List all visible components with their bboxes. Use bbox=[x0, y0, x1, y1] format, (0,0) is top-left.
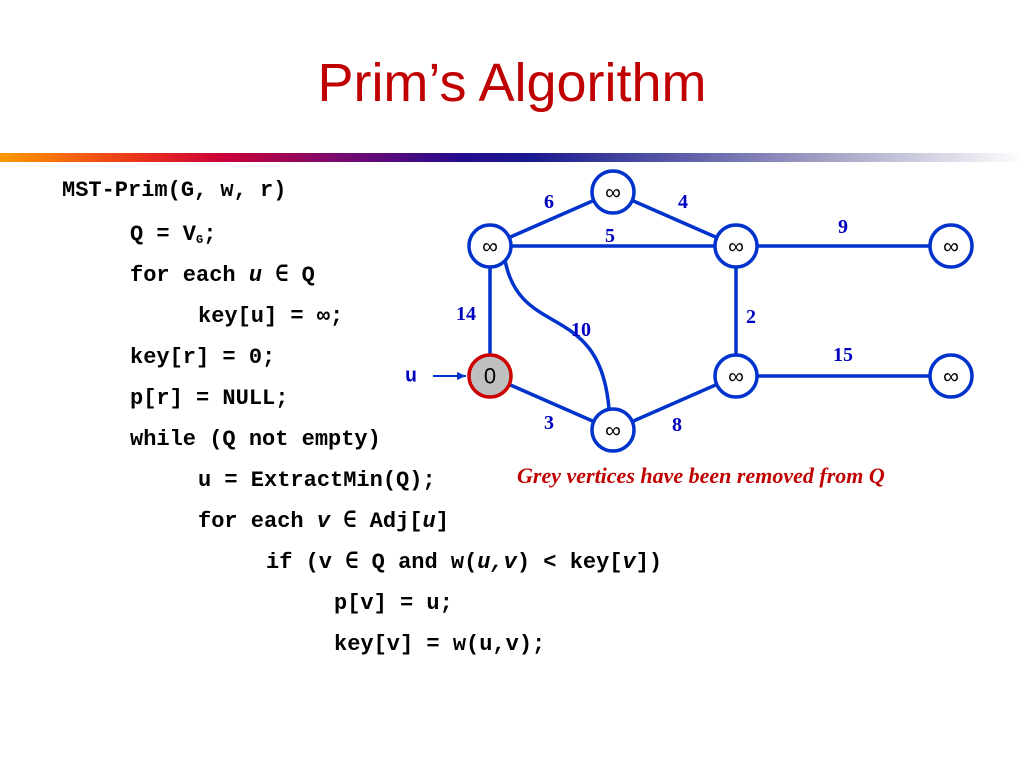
edge-weights: 6 4 5 9 14 10 2 15 3 8 bbox=[456, 191, 853, 436]
vertex-key-left: ∞ bbox=[482, 234, 498, 259]
code-line-2: Q = VG; bbox=[130, 222, 217, 247]
slide-title: Prim’s Algorithm bbox=[317, 53, 707, 113]
code-line-1: MST-Prim(G, w, r) bbox=[62, 178, 287, 203]
code-line-7: while (Q not empty) bbox=[130, 427, 381, 452]
code-line-4: key[u] = ∞; bbox=[198, 304, 344, 329]
code-line-9: for each v ∈ Adj[u] bbox=[198, 509, 449, 534]
vertex-bottom bbox=[590, 407, 636, 453]
graph-vertices: ∞ ∞ ∞ ∞ 0 ∞ ∞ ∞ bbox=[467, 169, 974, 453]
code-line-6: p[r] = NULL; bbox=[130, 386, 289, 411]
edge-weight-left-root: 14 bbox=[456, 303, 476, 325]
edge-weight-left-bottom: 10 bbox=[571, 319, 591, 341]
edge-weight-left-mid: 5 bbox=[605, 225, 615, 247]
vertex-key-right: ∞ bbox=[943, 234, 959, 259]
vertex-right bbox=[928, 223, 974, 269]
vertex-top bbox=[590, 169, 636, 215]
vertex-key-mid: ∞ bbox=[728, 234, 744, 259]
code-line-11: p[v] = u; bbox=[334, 591, 453, 616]
edge-left-bottom bbox=[503, 259, 611, 410]
vertex-left bbox=[467, 223, 513, 269]
code-line-10: if (v ∈ Q and w(u,v) < key[v]) bbox=[266, 550, 663, 575]
code-line-12: key[v] = w(u,v); bbox=[334, 632, 546, 657]
vertex-key-top: ∞ bbox=[605, 180, 621, 205]
grey-vertices-note: Grey vertices have been removed from Q bbox=[517, 463, 885, 488]
code-line-3: for each u ∈ Q bbox=[130, 263, 315, 288]
edge-weight-root-bottom: 3 bbox=[544, 412, 554, 434]
vertex-mid bbox=[713, 223, 759, 269]
pointer-label-u: u bbox=[405, 366, 417, 389]
edge-weight-left-top: 6 bbox=[544, 191, 554, 213]
edge-weight-lowmid-lowright: 15 bbox=[833, 344, 853, 366]
graph-edges bbox=[488, 190, 951, 432]
edge-weight-mid-lowmid: 2 bbox=[746, 306, 756, 328]
vertex-key-root: 0 bbox=[484, 364, 496, 389]
edge-weight-bottom-lowmid: 8 bbox=[672, 414, 682, 436]
vertex-key-lowmid: ∞ bbox=[728, 364, 744, 389]
edge-weight-top-mid: 4 bbox=[678, 191, 688, 213]
code-line-5: key[r] = 0; bbox=[130, 345, 276, 370]
vertex-key-bottom: ∞ bbox=[605, 418, 621, 443]
vertex-lowmid bbox=[713, 353, 759, 399]
vertex-lowright bbox=[928, 353, 974, 399]
vertex-root bbox=[467, 353, 513, 399]
title-gradient-rule bbox=[0, 153, 1024, 162]
vertex-key-lowright: ∞ bbox=[943, 364, 959, 389]
code-line-8: u = ExtractMin(Q); bbox=[198, 468, 436, 493]
edge-weight-mid-right: 9 bbox=[838, 216, 848, 238]
